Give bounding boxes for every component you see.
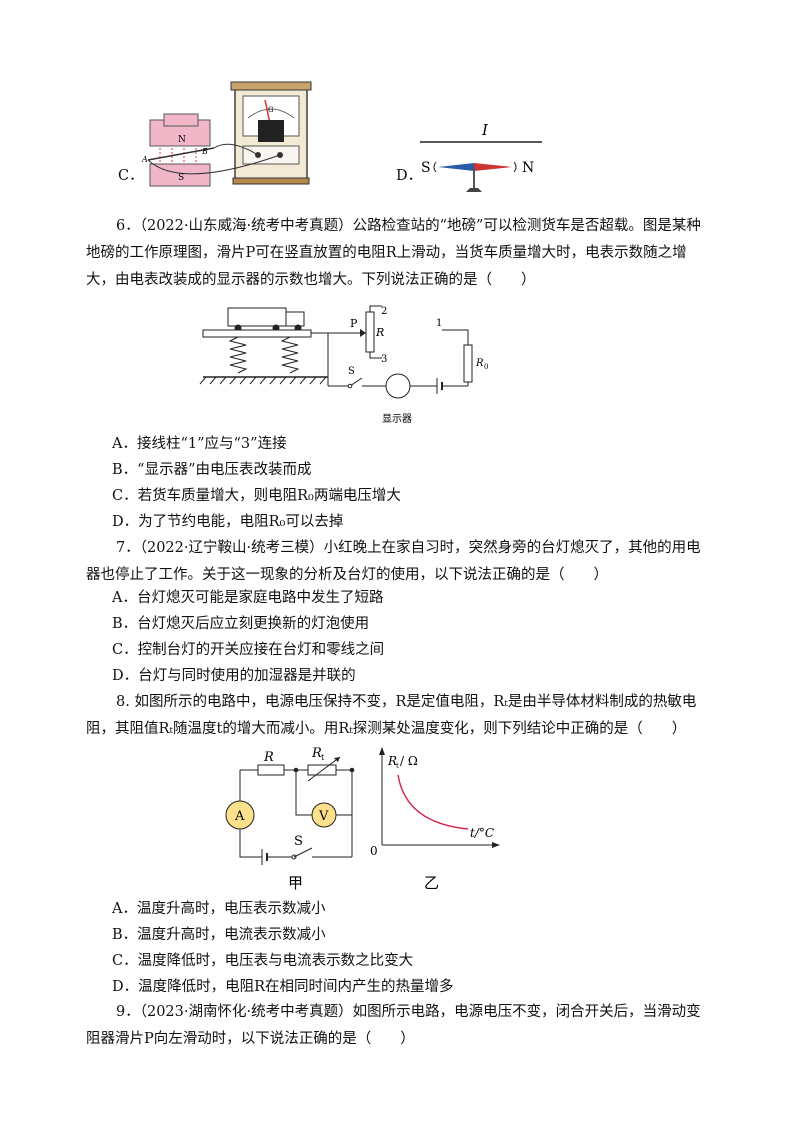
- q6-option-b: B．“显示器”由电压表改装而成: [112, 462, 312, 478]
- q8-caption-right: 乙: [424, 874, 439, 892]
- q8-option-c: C．温度降低时，电压表与电流表示数之比变大: [112, 953, 414, 969]
- q6-fig-t1: 1: [436, 318, 442, 329]
- q8-fig-rt: R: [311, 746, 322, 761]
- q7-stem: 7．（2022·辽宁鞍山·统考三模）小红晚上在家自习时，突然身旁的台灯熄灭了，其…: [86, 540, 701, 583]
- q6-fig-t2: 2: [381, 306, 387, 317]
- q6-fig-r: R: [375, 326, 384, 339]
- figure-d-compass-wire: I S N: [420, 121, 542, 192]
- q6-fig-p: P: [350, 317, 358, 330]
- q7-option-a: A．台灯熄灭可能是家庭电路中发生了短路: [112, 590, 384, 606]
- q8-circuit-and-graph: A V R R t S 甲 R t / Ω t/°C 0 乙: [225, 746, 500, 892]
- q6-fig-r0-sub: 0: [484, 363, 488, 371]
- q8-caption-left: 甲: [288, 874, 303, 892]
- q8-graph-y-label: R: [387, 754, 397, 768]
- q8-graph-y-unit: / Ω: [400, 754, 418, 768]
- q8-option-a: A．温度升高时，电压表示数减小: [112, 901, 326, 917]
- fig-c-n: N: [178, 135, 186, 145]
- q6-fig-r0: R: [475, 358, 484, 369]
- q8-fig-r: R: [263, 750, 274, 765]
- q8-option-d: D．温度降低时，电阻R在相同时间内产生的热量增多: [112, 979, 454, 995]
- q8-fig-a: A: [234, 809, 245, 824]
- option-d-label: D．: [396, 168, 423, 184]
- option-c-label: C．: [118, 168, 144, 184]
- fig-d-current: I: [481, 121, 489, 139]
- fig-c-b: B: [201, 147, 208, 156]
- fig-d-south: S: [421, 160, 431, 176]
- q7-option-c: C．控制台灯的开关应接在台灯和零线之间: [112, 642, 385, 658]
- q8-option-b: B．温度升高时，电流表示数减小: [112, 927, 326, 943]
- fig-c-s: S: [178, 173, 184, 183]
- q6-option-a: A．接线柱“1”应与“3”连接: [112, 436, 287, 452]
- q8-graph-origin: 0: [370, 844, 378, 858]
- q6-fig-display: 显示器: [382, 413, 412, 425]
- q8-graph-y-sub: t: [396, 762, 399, 770]
- q8-graph-x-label: t/°C: [470, 826, 494, 840]
- q6-option-c: C．若货车质量增大，则电阻R₀两端电压增大: [112, 488, 401, 504]
- fig-c-a: A: [141, 155, 148, 164]
- fig-c-g: G: [268, 106, 274, 114]
- q7-option-d: D．台灯与同时使用的加湿器是并联的: [112, 668, 356, 684]
- q8-stem: 8. 如图所示的电路中，电源电压保持不变，R是定值电阻，Rₜ是由半导体材料制成的…: [86, 694, 697, 737]
- q7-option-b: B．台灯熄灭后应立刻更换新的灯泡使用: [112, 616, 370, 632]
- q8-fig-s: S: [294, 834, 303, 849]
- q8-fig-rt-sub: t: [321, 753, 325, 762]
- q6-fig-s: S: [348, 366, 355, 377]
- fig-d-north: N: [522, 160, 534, 176]
- figure-c-galvanometer-setup: N S A B G: [141, 81, 312, 187]
- q6-fig-t3: 3: [381, 354, 387, 365]
- q6-option-d: D．为了节约电能，电阻R₀可以去掉: [112, 514, 344, 530]
- q8-fig-v: V: [318, 809, 329, 824]
- q6-weighbridge-circuit: P R 1 2 3 R 0 S 显示器: [199, 305, 488, 425]
- q6-stem: 6．（2022·山东威海·统考中考真题）公路检查站的“地磅”可以检测货车是否超载…: [86, 218, 701, 288]
- q9-stem: 9．（2023·湖南怀化·统考中考真题）如图所示电路，电源电压不变，闭合开关后，…: [86, 1004, 701, 1047]
